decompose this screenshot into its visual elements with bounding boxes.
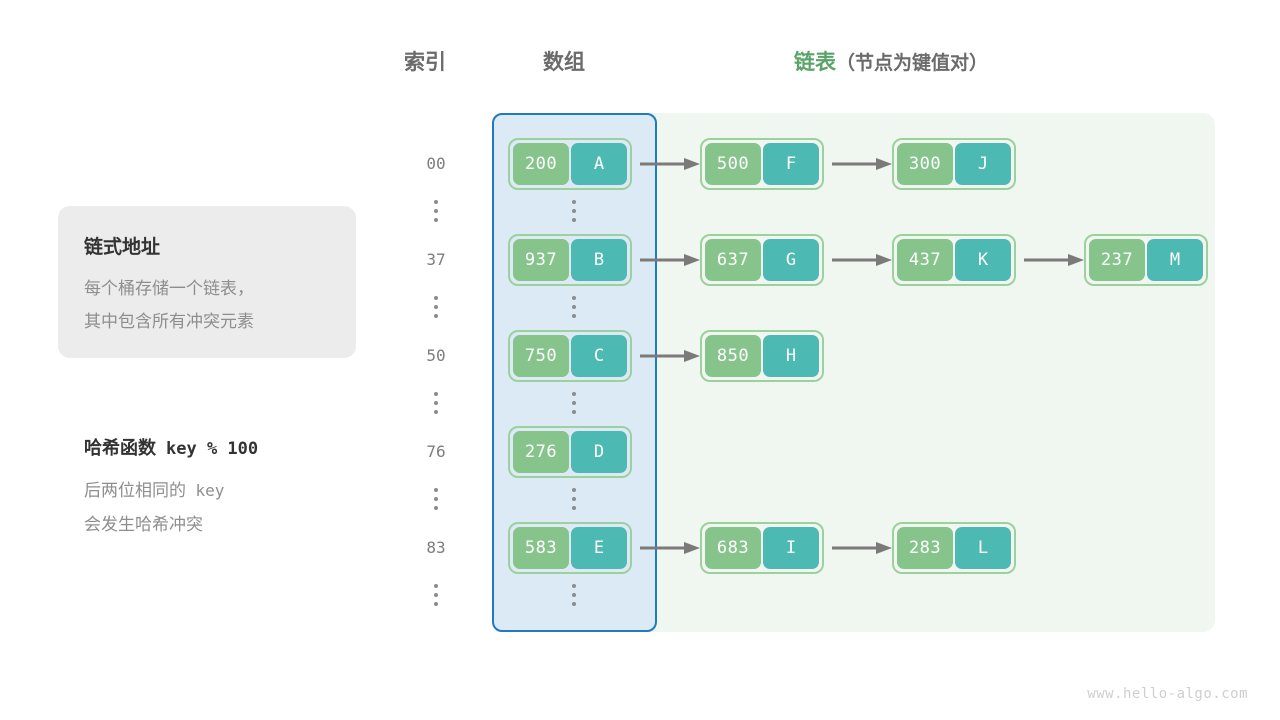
- hash-note-line-1-text: 后两位相同的: [84, 481, 186, 500]
- info-card-line-1: 每个桶存储一个链表，: [84, 279, 254, 298]
- index-ellipsis-icon: [434, 392, 438, 414]
- info-card-title: 链式地址: [84, 237, 161, 258]
- next-pointer-arrow-icon: [632, 253, 700, 267]
- node-key: 200: [513, 143, 569, 185]
- array-ellipsis-icon: [572, 584, 576, 606]
- next-pointer-arrow-icon: [824, 253, 892, 267]
- array-ellipsis-icon: [572, 200, 576, 222]
- node-key: 850: [705, 335, 761, 377]
- node-value: H: [763, 335, 819, 377]
- watermark: www.hello-algo.com: [1087, 686, 1248, 702]
- node-value: A: [571, 143, 627, 185]
- node-value: D: [571, 431, 627, 473]
- next-pointer-arrow-icon: [632, 541, 700, 555]
- array-ellipsis-icon: [572, 488, 576, 510]
- bucket-index-label: 50: [426, 346, 446, 365]
- header-linked-list-accent: 链表: [794, 51, 836, 74]
- node-value: J: [955, 143, 1011, 185]
- column-headers: 索引 数组 链表（节点为键值对）: [0, 48, 1280, 84]
- hash-function-expression: key % 100: [166, 439, 259, 459]
- chaining-info-card: 链式地址 每个桶存储一个链表， 其中包含所有冲突元素: [58, 206, 356, 358]
- header-array: 数组: [543, 51, 585, 74]
- node-key: 237: [1089, 239, 1145, 281]
- index-ellipsis-icon: [434, 488, 438, 510]
- node-value: C: [571, 335, 627, 377]
- node-key: 283: [897, 527, 953, 569]
- hash-function-title: 哈希函数 key % 100: [84, 434, 384, 460]
- next-pointer-arrow-icon: [824, 541, 892, 555]
- node-value: I: [763, 527, 819, 569]
- bucket-index-label: 00: [426, 154, 446, 173]
- next-pointer-arrow-icon: [1016, 253, 1084, 267]
- bucket-index-label: 37: [426, 250, 446, 269]
- array-ellipsis-icon: [572, 296, 576, 318]
- hash-note-line-2: 会发生哈希冲突: [84, 515, 203, 534]
- index-ellipsis-icon: [434, 200, 438, 222]
- node-key: 937: [513, 239, 569, 281]
- node-key: 637: [705, 239, 761, 281]
- node-key: 437: [897, 239, 953, 281]
- index-ellipsis-icon: [434, 296, 438, 318]
- next-pointer-arrow-icon: [824, 157, 892, 171]
- array-ellipsis-icon: [572, 392, 576, 414]
- node-value: M: [1147, 239, 1203, 281]
- node-value: K: [955, 239, 1011, 281]
- hash-note-key-code: key: [195, 481, 225, 500]
- node-value: G: [763, 239, 819, 281]
- header-index: 索引: [404, 51, 446, 74]
- node-value: L: [955, 527, 1011, 569]
- bucket-index-label: 76: [426, 442, 446, 461]
- next-pointer-arrow-icon: [632, 349, 700, 363]
- header-linked-list: 链表（节点为键值对）: [794, 48, 988, 79]
- bucket-index-label: 83: [426, 538, 446, 557]
- header-linked-list-sub: （节点为键值对）: [836, 53, 989, 74]
- node-value: E: [571, 527, 627, 569]
- hash-note-line-1: 后两位相同的 key: [84, 476, 384, 501]
- next-pointer-arrow-icon: [632, 157, 700, 171]
- node-key: 300: [897, 143, 953, 185]
- node-key: 583: [513, 527, 569, 569]
- node-value: F: [763, 143, 819, 185]
- hash-function-label: 哈希函数: [84, 438, 156, 458]
- node-key: 750: [513, 335, 569, 377]
- node-key: 683: [705, 527, 761, 569]
- node-key: 276: [513, 431, 569, 473]
- info-card-line-2: 其中包含所有冲突元素: [84, 312, 254, 331]
- hash-function-note: 哈希函数 key % 100 后两位相同的 key 会发生哈希冲突: [84, 434, 384, 535]
- index-ellipsis-icon: [434, 584, 438, 606]
- node-value: B: [571, 239, 627, 281]
- node-key: 500: [705, 143, 761, 185]
